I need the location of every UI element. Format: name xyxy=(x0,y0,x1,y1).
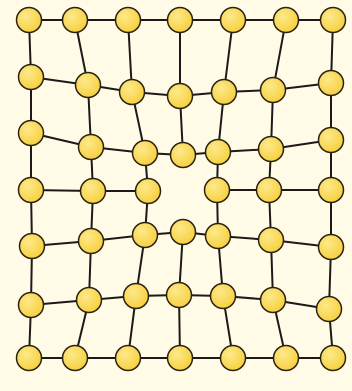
atom xyxy=(212,80,237,105)
atom xyxy=(221,8,246,33)
atom xyxy=(63,346,88,371)
atom xyxy=(120,80,145,105)
atom xyxy=(17,8,42,33)
atom xyxy=(261,288,286,313)
atom xyxy=(319,71,344,96)
atom xyxy=(124,284,149,309)
atom xyxy=(221,346,246,371)
atom xyxy=(274,346,299,371)
atom xyxy=(319,128,344,153)
atom xyxy=(321,8,346,33)
atom xyxy=(168,346,193,371)
atom xyxy=(167,283,192,308)
atom xyxy=(63,8,88,33)
atom xyxy=(76,73,101,98)
atom xyxy=(133,223,158,248)
atom xyxy=(259,137,284,162)
atom xyxy=(171,143,196,168)
atom xyxy=(206,140,231,165)
atom xyxy=(319,235,344,260)
atom xyxy=(19,65,44,90)
atom xyxy=(77,288,102,313)
atom xyxy=(259,228,284,253)
atom xyxy=(79,229,104,254)
atom xyxy=(79,135,104,160)
atom xyxy=(19,293,44,318)
atom xyxy=(206,224,231,249)
atom xyxy=(168,84,193,109)
atom xyxy=(168,8,193,33)
atom xyxy=(205,178,230,203)
atom xyxy=(81,179,106,204)
atom xyxy=(136,179,161,204)
atom xyxy=(116,8,141,33)
atom xyxy=(257,178,282,203)
atom xyxy=(17,346,42,371)
atom xyxy=(19,121,44,146)
atom xyxy=(211,284,236,309)
atom xyxy=(171,220,196,245)
atom xyxy=(317,297,342,322)
atom xyxy=(274,8,299,33)
atom xyxy=(321,346,346,371)
atom xyxy=(19,178,44,203)
atom xyxy=(319,178,344,203)
atom xyxy=(116,346,141,371)
atom xyxy=(20,234,45,259)
atom xyxy=(261,78,286,103)
atom xyxy=(133,141,158,166)
